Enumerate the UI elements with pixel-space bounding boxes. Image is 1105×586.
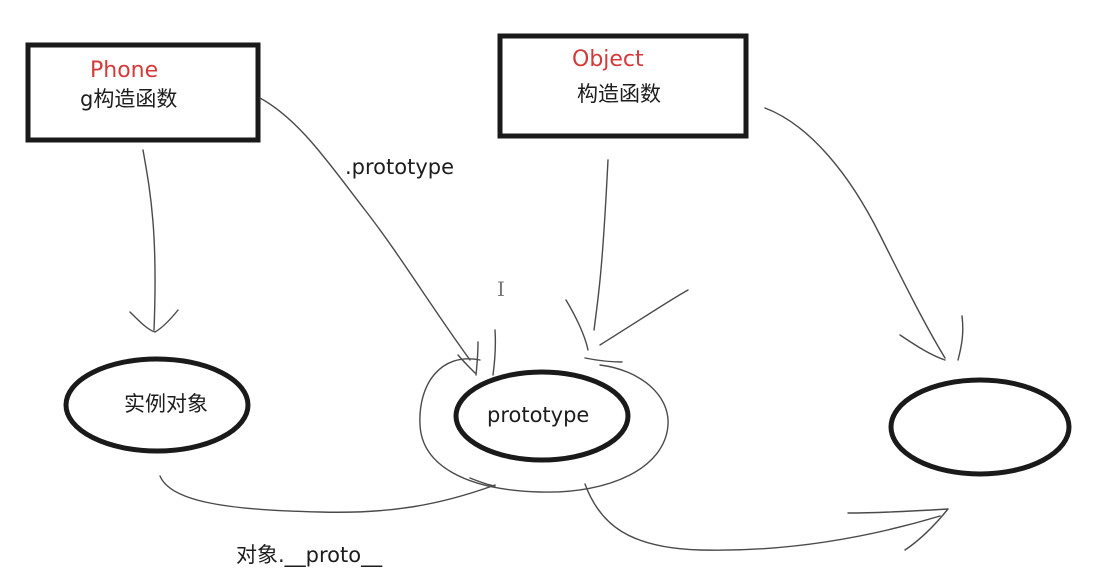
object-to-object-prototype-arrow [764, 107, 964, 361]
object-constructor-box [497, 33, 749, 139]
phone-prototype-link-arrow [259, 97, 479, 376]
prototype-link-label: .prototype [345, 155, 455, 179]
phone-constructor-box [25, 42, 261, 143]
object-prototype-ellipse [888, 377, 1072, 477]
object-name-label: Object [572, 47, 644, 72]
prototype-top-marks [492, 289, 689, 376]
object-constructor-label: 构造函数 [577, 82, 661, 106]
phone-to-instance-arrow [129, 149, 179, 333]
prototype-ellipse [453, 369, 631, 463]
instance-proto-link-arrow [159, 475, 496, 513]
proto-link-label: 对象.__proto__ [236, 543, 383, 567]
phone-constructor-label: g构造函数 [80, 87, 178, 111]
object-to-prototype-arrow [584, 159, 623, 363]
prototype-to-object-prototype-arrow [584, 483, 949, 551]
prototype-outer-loop [419, 358, 669, 493]
prototype-label: prototype [487, 403, 590, 427]
phone-name-label: Phone [90, 58, 159, 83]
text-cursor-icon: I [497, 277, 505, 301]
instance-label: 实例对象 [124, 392, 208, 416]
instance-ellipse [63, 356, 251, 454]
